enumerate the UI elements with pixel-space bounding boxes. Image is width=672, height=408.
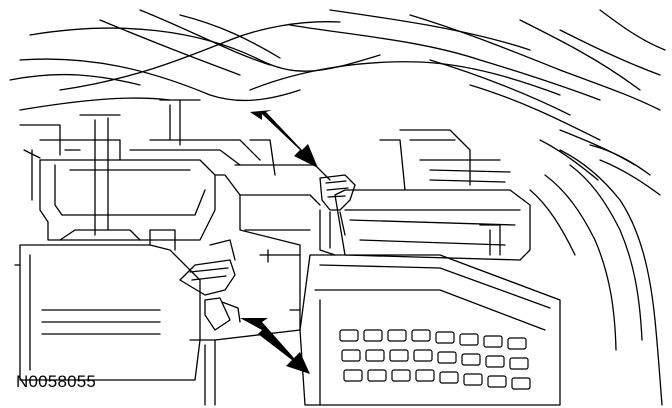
right-module: [334, 129, 531, 261]
callout-arrow-upper: [250, 110, 318, 168]
key-grid: [339, 329, 531, 390]
wiring-harness-top: [9, 9, 666, 141]
figure-reference-code: N0058055: [16, 372, 97, 391]
lower-right-module: [299, 254, 561, 406]
left-lower-module: [14, 229, 216, 406]
upper-connector: [319, 174, 356, 256]
callout-arrow-lower: [240, 318, 310, 374]
lower-connector: [179, 239, 241, 331]
callout-arrows: [240, 110, 318, 374]
wiring-harness-right: [529, 129, 663, 406]
center-bracket: [159, 99, 331, 341]
left-module: [19, 114, 261, 241]
